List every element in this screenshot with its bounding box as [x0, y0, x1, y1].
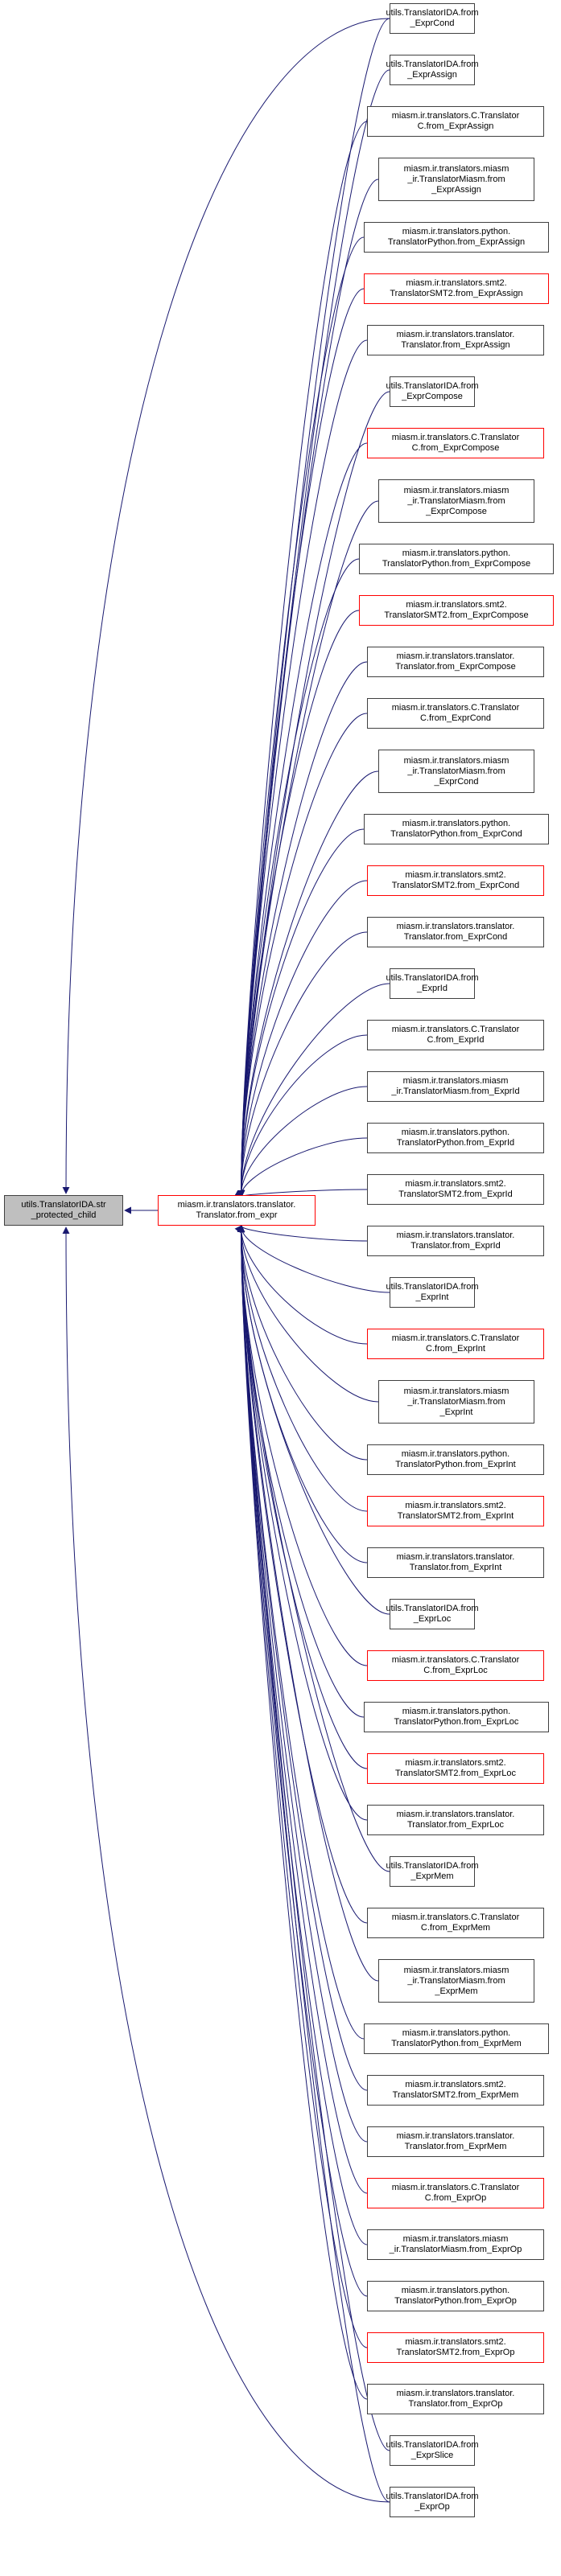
caller-node[interactable]: miasm.ir.translators.translator. Transla…	[367, 1805, 544, 1835]
call-edge	[237, 442, 368, 1198]
call-edge	[234, 1225, 368, 1242]
caller-node[interactable]: miasm.ir.translators.C.Translator C.from…	[367, 106, 544, 137]
call-edge	[237, 931, 368, 1198]
caller-node[interactable]: miasm.ir.translators.miasm _ir.Translato…	[367, 1071, 544, 1102]
caller-node[interactable]: miasm.ir.translators.smt2. TranslatorSMT…	[367, 865, 544, 896]
call-edge	[237, 828, 365, 1198]
call-edge	[237, 1225, 379, 1982]
caller-node[interactable]: miasm.ir.translators.C.Translator C.from…	[367, 2178, 544, 2208]
call-edge	[237, 983, 390, 1198]
caller-node[interactable]: utils.TranslatorIDA.from _ExprCond	[386, 3, 479, 34]
call-edge	[237, 339, 368, 1198]
call-edge	[237, 1225, 390, 1293]
call-edge	[237, 1086, 368, 1198]
caller-node[interactable]: miasm.ir.translators.miasm _ir.Translato…	[378, 158, 534, 201]
call-edge	[237, 1034, 368, 1198]
call-edge	[237, 1225, 368, 2297]
caller-node[interactable]: miasm.ir.translators.miasm _ir.Translato…	[378, 1380, 534, 1424]
call-edge	[237, 610, 360, 1198]
call-edge	[237, 1225, 368, 2348]
hub-node-translator-from-expr[interactable]: miasm.ir.translators.translator. Transla…	[158, 1195, 316, 1226]
call-edge	[237, 1225, 368, 1769]
caller-node[interactable]: miasm.ir.translators.C.Translator C.from…	[367, 1908, 544, 1938]
call-edge	[237, 1225, 368, 1512]
caller-node[interactable]: miasm.ir.translators.C.Translator C.from…	[367, 1020, 544, 1050]
call-edge	[237, 121, 368, 1198]
call-edge	[62, 18, 390, 1194]
caller-node[interactable]: miasm.ir.translators.translator. Transla…	[367, 1547, 544, 1578]
call-edge	[237, 1225, 390, 1872]
call-edge	[237, 1225, 390, 2451]
caller-node[interactable]: utils.TranslatorIDA.from _ExprSlice	[386, 2435, 479, 2466]
call-edge	[237, 1225, 368, 2194]
call-edge	[237, 1225, 368, 2245]
call-edge	[237, 1225, 368, 1345]
call-edge	[237, 661, 368, 1198]
caller-node[interactable]: miasm.ir.translators.C.Translator C.from…	[367, 698, 544, 729]
call-edge	[237, 1137, 368, 1198]
caller-node[interactable]: miasm.ir.translators.translator. Transla…	[367, 647, 544, 677]
call-edge	[237, 1225, 379, 1403]
caller-node[interactable]: utils.TranslatorIDA.from _ExprOp	[386, 2487, 479, 2517]
call-edge	[237, 880, 368, 1198]
caller-node[interactable]: miasm.ir.translators.translator. Transla…	[367, 917, 544, 947]
caller-node[interactable]: miasm.ir.translators.translator. Transla…	[367, 2126, 544, 2157]
caller-node[interactable]: miasm.ir.translators.smt2. TranslatorSMT…	[367, 2075, 544, 2106]
call-edge	[237, 500, 379, 1198]
caller-node[interactable]: utils.TranslatorIDA.from _ExprInt	[386, 1277, 479, 1308]
caller-node[interactable]: miasm.ir.translators.smt2. TranslatorSMT…	[364, 273, 549, 304]
caller-node[interactable]: miasm.ir.translators.smt2. TranslatorSMT…	[367, 2332, 544, 2363]
caller-node[interactable]: utils.TranslatorIDA.from _ExprId	[386, 968, 479, 999]
caller-node[interactable]: miasm.ir.translators.C.Translator C.from…	[367, 1329, 544, 1359]
caller-node[interactable]: miasm.ir.translators.C.Translator C.from…	[367, 428, 544, 458]
caller-node[interactable]: miasm.ir.translators.miasm _ir.Translato…	[378, 479, 534, 523]
caller-node[interactable]: miasm.ir.translators.translator. Transla…	[367, 2384, 544, 2414]
call-edge	[237, 1225, 365, 1718]
caller-node[interactable]: miasm.ir.translators.python. TranslatorP…	[364, 814, 549, 844]
caller-node[interactable]: miasm.ir.translators.miasm _ir.Translato…	[367, 2229, 544, 2260]
caller-node[interactable]: miasm.ir.translators.translator. Transla…	[367, 325, 544, 355]
call-edge	[237, 1225, 390, 2503]
call-edge	[237, 1225, 365, 2040]
caller-node[interactable]: miasm.ir.translators.smt2. TranslatorSMT…	[367, 1753, 544, 1784]
caller-node[interactable]: miasm.ir.translators.python. TranslatorP…	[367, 2281, 544, 2311]
call-edge	[237, 713, 368, 1198]
caller-node[interactable]: miasm.ir.translators.python. TranslatorP…	[359, 544, 554, 574]
caller-node[interactable]: utils.TranslatorIDA.from _ExprMem	[386, 1856, 479, 1887]
call-edge	[62, 1226, 390, 2503]
call-edge	[237, 1225, 390, 1615]
caller-node[interactable]: miasm.ir.translators.miasm _ir.Translato…	[378, 750, 534, 793]
caller-node[interactable]: miasm.ir.translators.translator. Transla…	[367, 1226, 544, 1256]
root-node[interactable]: utils.TranslatorIDA.str _protected_child	[4, 1195, 123, 1226]
call-edge	[237, 288, 365, 1198]
caller-node[interactable]: miasm.ir.translators.python. TranslatorP…	[364, 222, 549, 253]
caller-node[interactable]: miasm.ir.translators.smt2. TranslatorSMT…	[359, 595, 554, 626]
caller-node[interactable]: utils.TranslatorIDA.from _ExprCompose	[386, 376, 479, 407]
call-edge	[237, 1225, 368, 2400]
caller-node[interactable]: utils.TranslatorIDA.from _ExprLoc	[386, 1599, 479, 1629]
caller-node[interactable]: miasm.ir.translators.python. TranslatorP…	[367, 1444, 544, 1475]
call-edge	[237, 1225, 368, 1461]
caller-node[interactable]: miasm.ir.translators.python. TranslatorP…	[367, 1123, 544, 1153]
caller-node[interactable]: miasm.ir.translators.C.Translator C.from…	[367, 1650, 544, 1681]
caller-node[interactable]: utils.TranslatorIDA.from _ExprAssign	[386, 55, 479, 85]
caller-node[interactable]: miasm.ir.translators.smt2. TranslatorSMT…	[367, 1496, 544, 1526]
caller-node[interactable]: miasm.ir.translators.miasm _ir.Translato…	[378, 1959, 534, 2003]
caller-node[interactable]: miasm.ir.translators.python. TranslatorP…	[364, 2023, 549, 2054]
caller-node[interactable]: miasm.ir.translators.smt2. TranslatorSMT…	[367, 1174, 544, 1205]
caller-node[interactable]: miasm.ir.translators.python. TranslatorP…	[364, 1702, 549, 1732]
